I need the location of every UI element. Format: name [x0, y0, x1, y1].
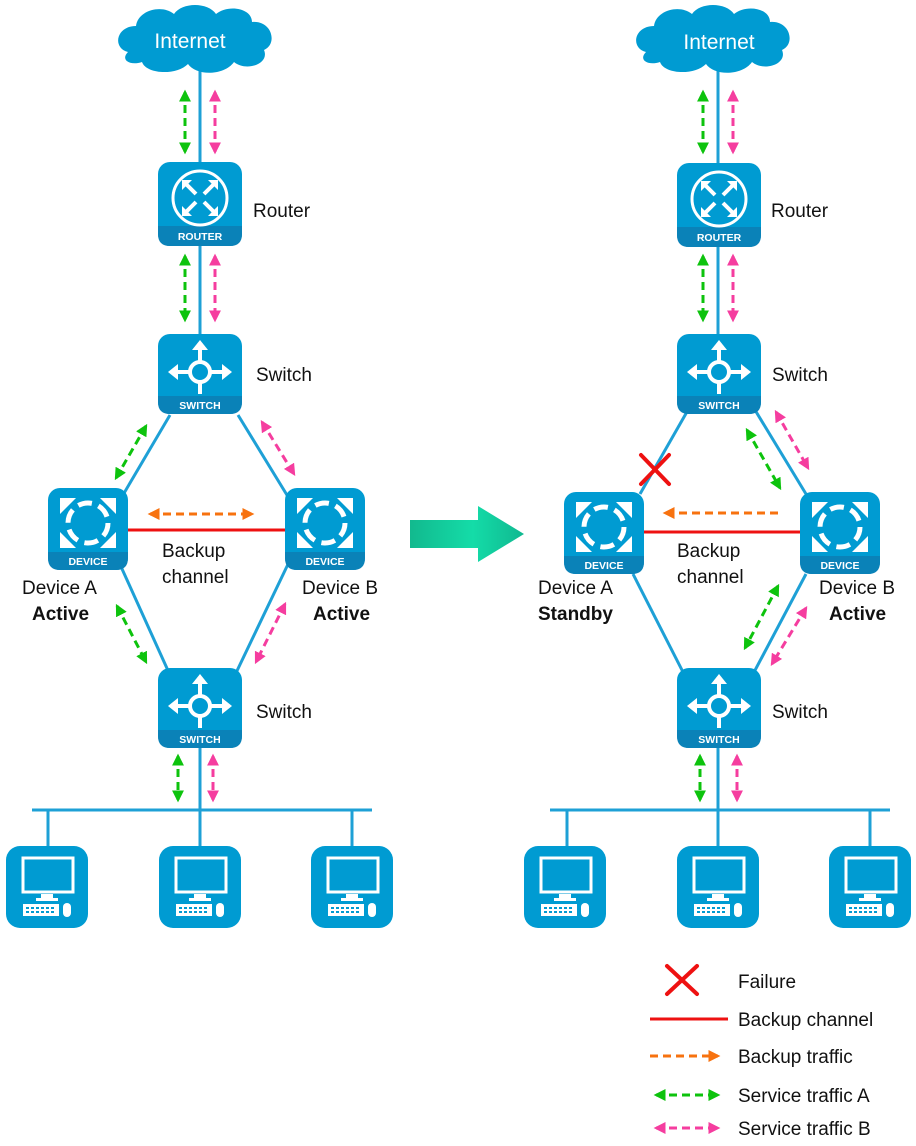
legend: Failure Backup channel Backup traffic Se… — [650, 964, 873, 1140]
right-internet-label: Internet — [683, 31, 754, 54]
left-switch-bottom-icon — [156, 666, 244, 750]
right-switch-bottom-icon — [675, 666, 763, 750]
left-device-b-state: Active — [313, 604, 370, 625]
legend-label: Backup channel — [738, 1010, 873, 1031]
right-backup-label-2: channel — [677, 567, 744, 588]
right-backup-label-1: Backup — [677, 541, 740, 562]
left-device-a-name: Device A — [22, 578, 97, 599]
right-topology: Internet Router Switch Device A Standby … — [522, 5, 913, 930]
left-device-a-icon — [48, 488, 128, 570]
left-service-a-arrow-upper — [114, 423, 148, 481]
right-switch-top-label: Switch — [772, 365, 828, 386]
legend-label: Service traffic A — [738, 1086, 870, 1107]
right-pc-2-icon — [675, 844, 761, 930]
left-router-label: Router — [253, 201, 311, 222]
failure-x-icon — [639, 453, 671, 486]
right-service-a-arrow-lower — [743, 583, 780, 651]
right-service-b-arrow-lower — [770, 605, 808, 667]
right-pc-1-icon — [522, 844, 608, 930]
left-pc-1-icon — [4, 844, 90, 930]
left-device-a-state: Active — [32, 604, 89, 625]
legend-item-failure: Failure — [665, 964, 796, 996]
left-device-b-name: Device B — [302, 578, 378, 599]
left-internet-label: Internet — [154, 30, 225, 53]
right-device-a-name: Device A — [538, 578, 613, 599]
left-service-b-arrow-upper — [260, 419, 296, 477]
legend-item-backup-traffic: Backup traffic — [650, 1047, 853, 1068]
transition-arrow-icon — [410, 506, 524, 562]
right-device-a-icon — [564, 492, 644, 574]
left-backup-label-2: channel — [162, 567, 229, 588]
right-pc-3-icon — [827, 844, 913, 930]
right-service-b-arrow-upper — [774, 409, 810, 471]
left-backup-label-1: Backup — [162, 541, 225, 562]
legend-failure-icon — [665, 964, 699, 996]
left-switch-top-label: Switch — [256, 365, 312, 386]
legend-label: Backup traffic — [738, 1047, 853, 1068]
legend-label: Failure — [738, 972, 796, 993]
legend-label: Service traffic B — [738, 1119, 871, 1140]
left-service-b-arrow-lower — [254, 601, 287, 665]
right-device-a-state: Standby — [538, 604, 613, 625]
right-switch-top-icon — [675, 332, 763, 416]
right-device-b-icon — [800, 492, 880, 574]
legend-item-backup-channel: Backup channel — [650, 1010, 873, 1031]
left-pc-3-icon — [309, 844, 395, 930]
legend-item-service-b: Service traffic B — [653, 1119, 871, 1140]
legend-item-service-a: Service traffic A — [653, 1086, 870, 1107]
left-device-b-icon — [285, 488, 365, 570]
right-service-a-arrow-upper — [745, 427, 782, 491]
right-router-icon — [675, 161, 763, 249]
left-pc-2-icon — [157, 844, 243, 930]
right-device-b-name: Device B — [819, 578, 895, 599]
right-switch-bottom-label: Switch — [772, 702, 828, 723]
left-topology: Internet Router Switch Device A Active D… — [4, 5, 395, 930]
left-router-icon — [156, 160, 244, 248]
right-router-label: Router — [771, 201, 829, 222]
left-switch-top-icon — [156, 332, 244, 416]
right-device-b-state: Active — [829, 604, 886, 625]
left-switch-bottom-label: Switch — [256, 702, 312, 723]
left-service-a-arrow-lower — [115, 603, 148, 665]
